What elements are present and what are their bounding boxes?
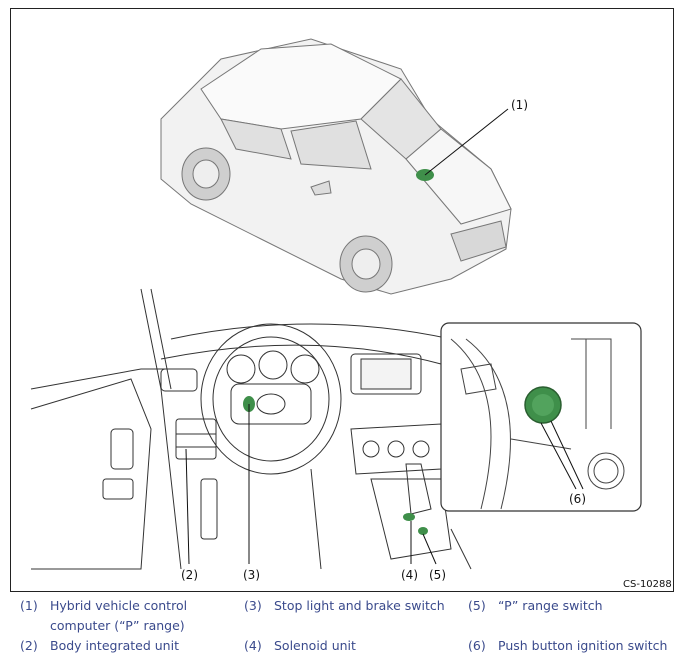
figure-code: CS-10288: [623, 579, 672, 590]
legend-num: (5): [468, 598, 486, 613]
callout-3: (3): [243, 568, 260, 582]
car-illustration: [160, 38, 512, 295]
callout-4: (4): [401, 568, 418, 582]
legend: (1) Hybrid vehicle control computer (“P”…: [0, 596, 685, 664]
component-location-diagram: (1): [30, 38, 672, 590]
callout-6: (6): [569, 492, 586, 506]
legend-num: (1): [20, 598, 38, 613]
p-range-switch-highlight: [418, 527, 428, 535]
solenoid-unit-highlight: [403, 513, 415, 521]
legend-text: Body integrated unit: [50, 638, 179, 653]
legend-num: (4): [244, 638, 262, 653]
legend-num: (6): [468, 638, 486, 653]
legend-num: (3): [244, 598, 262, 613]
figure-frame: (1): [10, 8, 674, 592]
callout-1: (1): [511, 98, 528, 112]
legend-text: Solenoid unit: [274, 638, 356, 653]
interior-illustration: [30, 288, 472, 570]
legend-num: (2): [20, 638, 38, 653]
callout-5: (5): [429, 568, 446, 582]
callout-2: (2): [181, 568, 198, 582]
legend-text: Hybrid vehicle control computer (“P” ran…: [50, 598, 188, 633]
legend-text: “P” range switch: [498, 598, 603, 613]
inset-detail: (6): [440, 322, 642, 512]
legend-text: Push button ignition switch: [498, 638, 668, 653]
legend-text: Stop light and brake switch: [274, 598, 445, 613]
